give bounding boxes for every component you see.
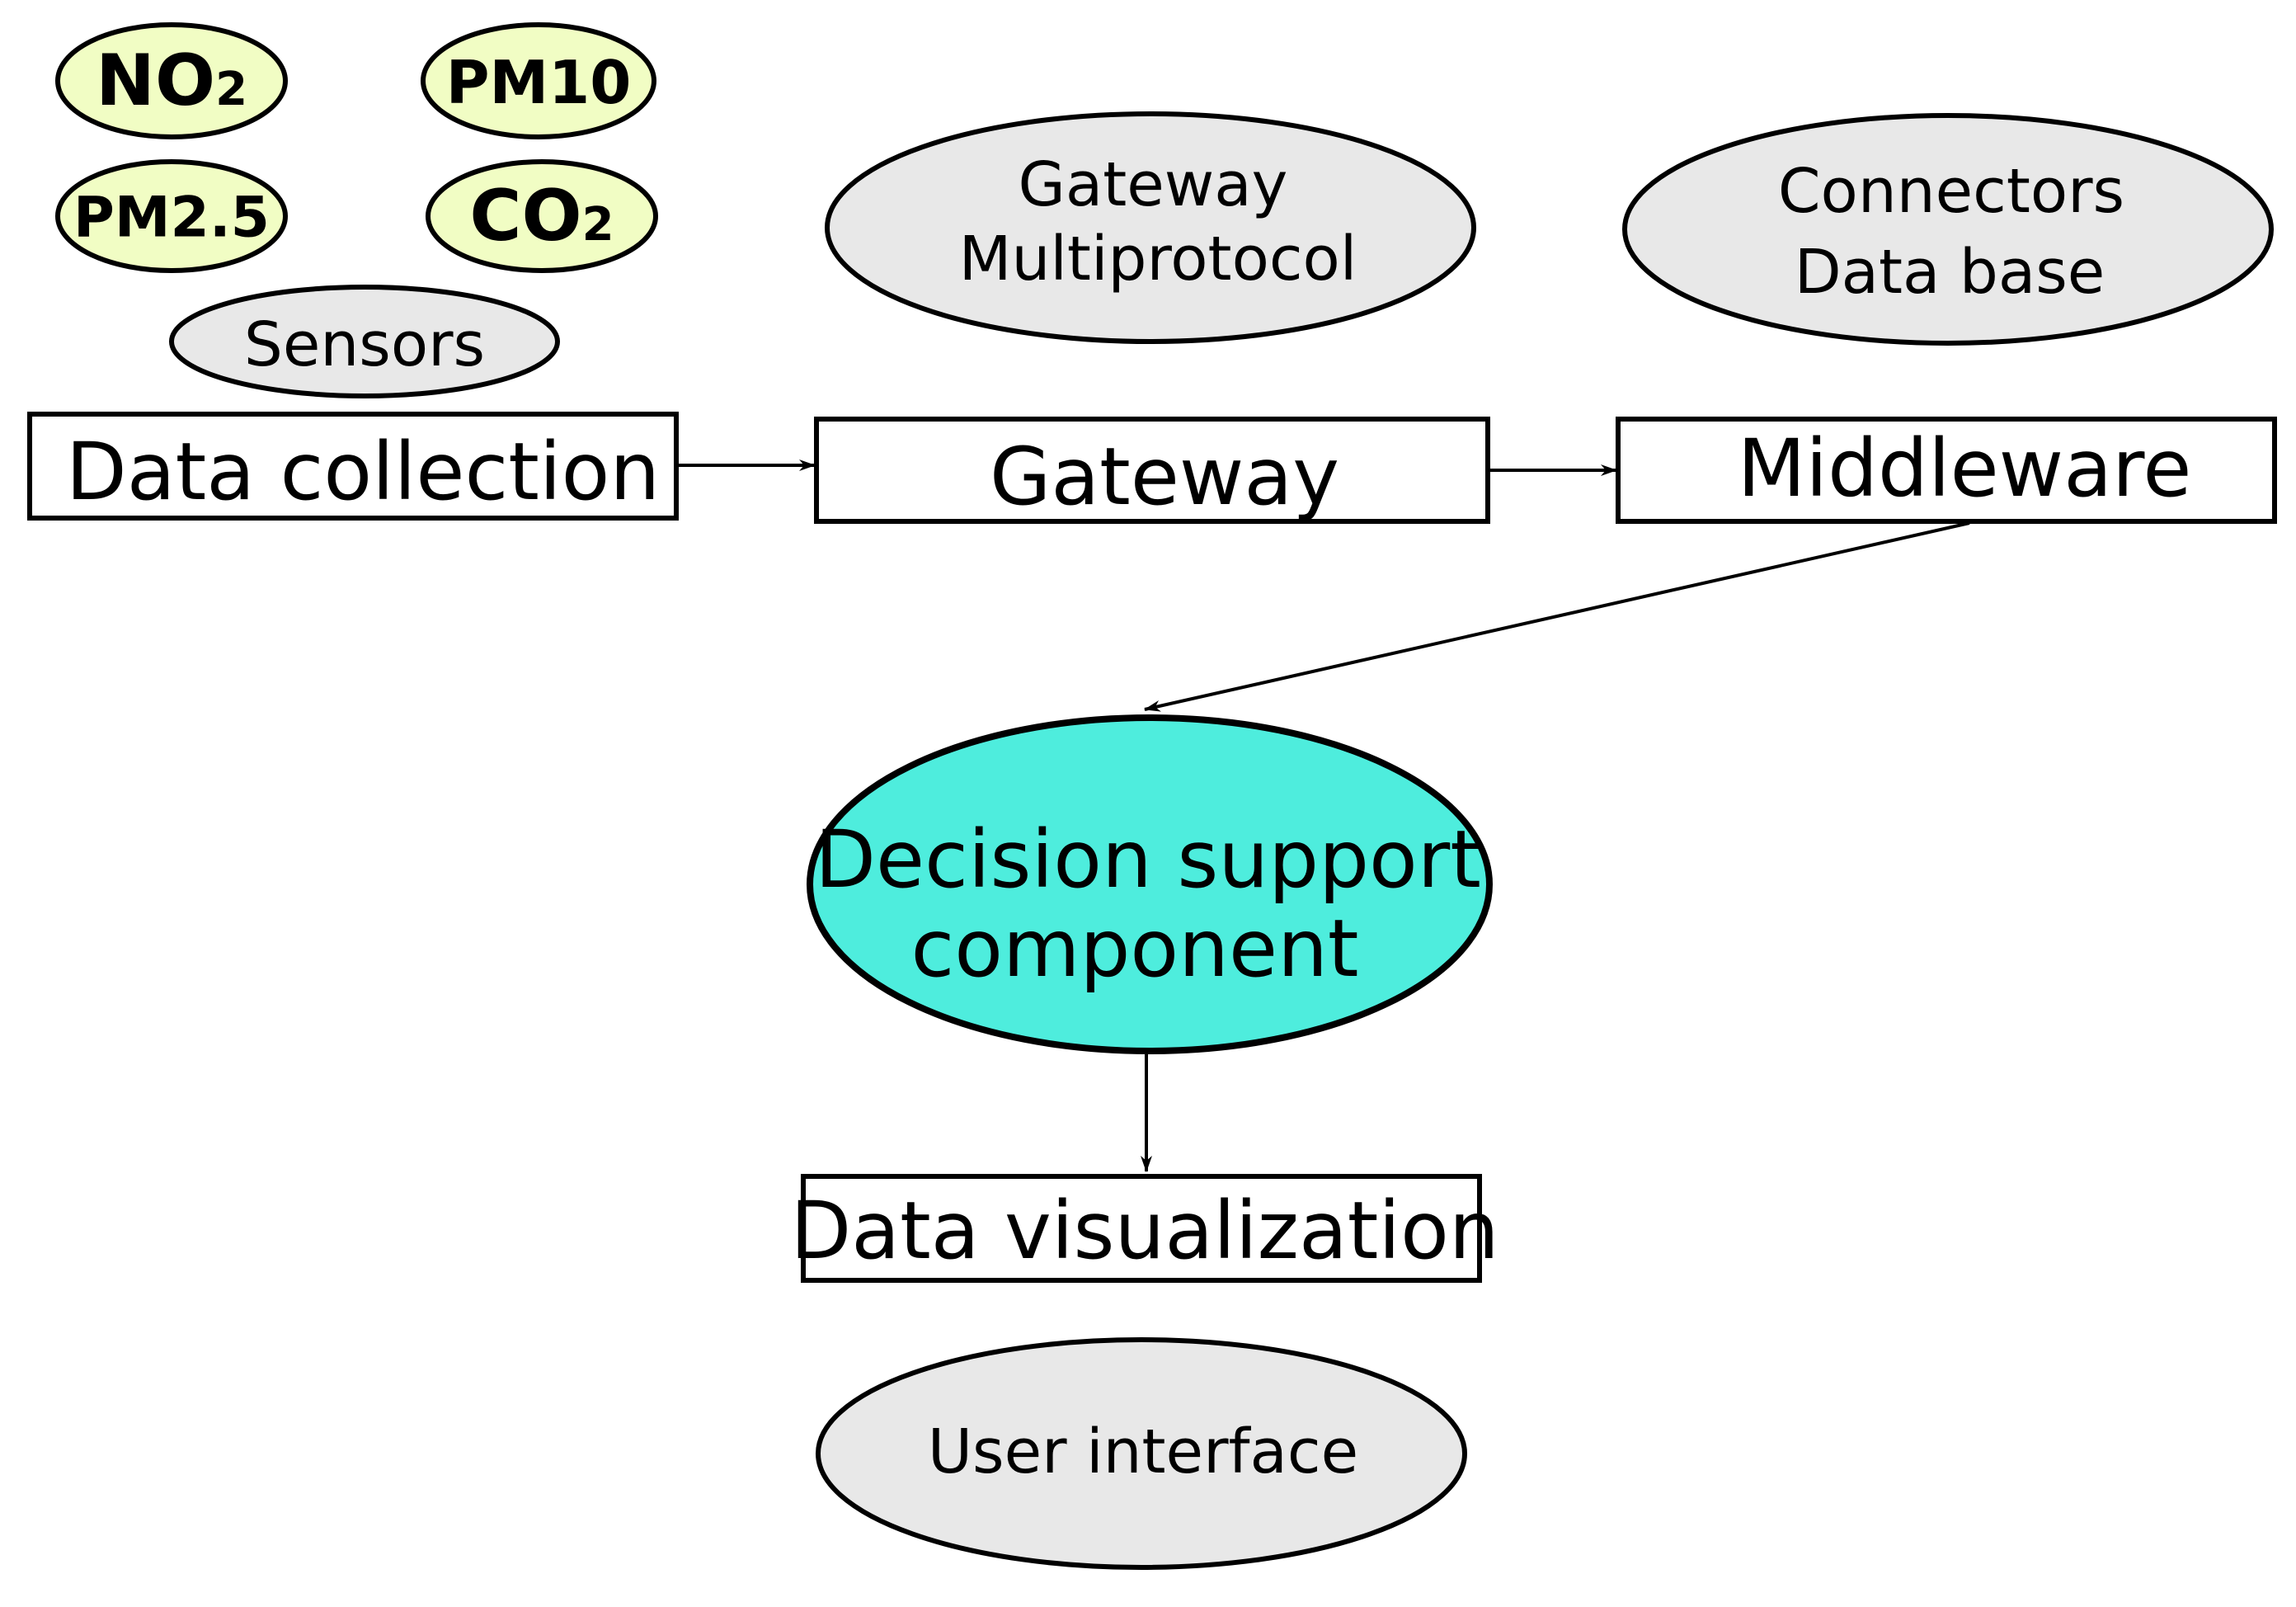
co2-sensor: CO2 bbox=[426, 159, 658, 273]
middleware-box: Middleware bbox=[1616, 417, 2277, 524]
data-collection-box: Data collection bbox=[27, 412, 679, 521]
connectors-database-node: Connectors Data base bbox=[1622, 113, 2274, 346]
pm10-label: PM10 bbox=[446, 48, 632, 117]
pm10-sensor: PM10 bbox=[421, 22, 656, 139]
pm25-sensor-shape bbox=[55, 159, 288, 273]
gateway-multiprotocol-line2: Multiprotocol bbox=[959, 224, 1357, 295]
pm25-sensor: PM2.5 bbox=[55, 159, 288, 273]
no2-label: NO2 bbox=[96, 40, 247, 122]
sensors-label-node: Sensors bbox=[169, 285, 560, 398]
pm10-sensor-shape bbox=[421, 22, 656, 139]
decision-support-node: Decision support component bbox=[807, 714, 1493, 1054]
no2-sensor-shape bbox=[55, 22, 288, 139]
gateway-multiprotocol-line1: Gateway bbox=[1019, 149, 1288, 220]
connectors-database-shape bbox=[1622, 113, 2274, 346]
gateway-multiprotocol-shape bbox=[825, 111, 1476, 344]
connectors-database-line2: Data base bbox=[1795, 237, 2105, 308]
data-collection-label: Data collection bbox=[66, 426, 660, 518]
user-interface-label: User interface bbox=[928, 1416, 1358, 1487]
co2-sensor-shape bbox=[426, 159, 658, 273]
decision-support-line1: Decision support bbox=[815, 813, 1481, 906]
middleware-rect bbox=[1616, 417, 2277, 524]
co2-label: CO2 bbox=[469, 175, 614, 257]
connectors-database-line1: Connectors bbox=[1778, 156, 2124, 227]
data-visualization-label: Data visualization bbox=[790, 1185, 1499, 1277]
user-interface-node: User interface bbox=[816, 1337, 1467, 1570]
decision-support-line2: component bbox=[910, 902, 1358, 995]
sensors-label: Sensors bbox=[244, 309, 485, 380]
sensors-shape bbox=[169, 285, 560, 398]
no2-sensor: NO2 bbox=[55, 22, 288, 139]
decision-support-shape bbox=[807, 714, 1493, 1054]
pm25-label: PM2.5 bbox=[73, 186, 270, 251]
gateway-label: Gateway bbox=[990, 431, 1339, 523]
data-visualization-rect bbox=[801, 1174, 1482, 1283]
middleware-label: Middleware bbox=[1738, 422, 2192, 515]
gateway-box: Gateway bbox=[814, 417, 1490, 524]
arrow-middleware-to-decision-support bbox=[1144, 521, 1970, 712]
gateway-multiprotocol-node: Gateway Multiprotocol bbox=[825, 111, 1476, 344]
user-interface-shape bbox=[816, 1337, 1467, 1570]
data-visualization-box: Data visualization bbox=[790, 1174, 1499, 1283]
